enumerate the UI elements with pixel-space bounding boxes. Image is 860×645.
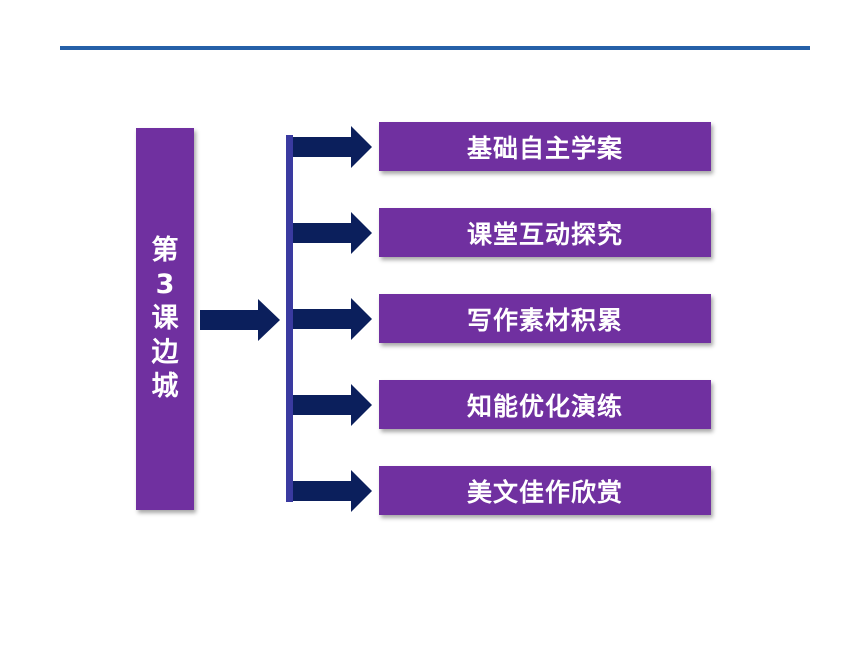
menu-item-fine-essays[interactable]: 美文佳作欣赏 bbox=[379, 466, 711, 515]
menu-item-label: 写作素材积累 bbox=[466, 305, 623, 335]
menu-item-practice[interactable]: 知能优化演练 bbox=[379, 380, 711, 429]
branch-arrow-4 bbox=[293, 384, 372, 426]
lesson-title-char: 边 bbox=[151, 337, 179, 368]
lesson-title-char: 3 bbox=[155, 269, 175, 300]
lesson-title-char: 第 bbox=[151, 235, 179, 266]
menu-item-label: 知能优化演练 bbox=[466, 391, 623, 421]
menu-item-writing-material[interactable]: 写作素材积累 bbox=[379, 294, 711, 343]
branch-arrow-2 bbox=[293, 212, 372, 254]
menu-item-label: 美文佳作欣赏 bbox=[466, 477, 623, 507]
lesson-title-char: 城 bbox=[151, 371, 179, 402]
top-rule bbox=[60, 46, 810, 50]
main-arrow bbox=[200, 299, 280, 341]
menu-item-label: 课堂互动探究 bbox=[466, 219, 623, 249]
branch-arrow-5 bbox=[293, 470, 372, 512]
menu-item-basic-self-study[interactable]: 基础自主学案 bbox=[379, 122, 711, 171]
bracket-line bbox=[286, 135, 293, 502]
menu-item-classroom-inquiry[interactable]: 课堂互动探究 bbox=[379, 208, 711, 257]
lesson-title-box: 第 3 课 边 城 bbox=[136, 128, 194, 510]
branch-arrow-3 bbox=[293, 298, 372, 340]
branch-arrow-1 bbox=[293, 126, 372, 168]
lesson-title-char: 课 bbox=[151, 303, 179, 334]
menu-item-label: 基础自主学案 bbox=[466, 133, 623, 163]
